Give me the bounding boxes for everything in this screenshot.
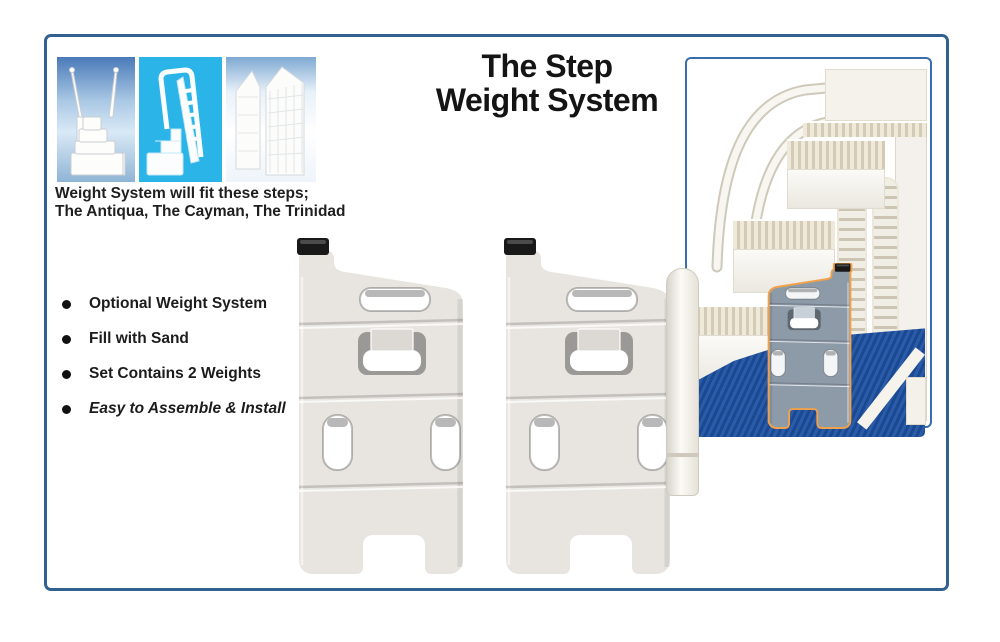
weight-body [769, 269, 850, 428]
feature-list: Optional Weight System Fill with Sand Se… [59, 295, 339, 435]
drain-slot-left [529, 414, 560, 471]
feature-label: Set Contains 2 Weights [89, 365, 261, 382]
feature-item: Optional Weight System [59, 295, 339, 313]
step-top-platform [825, 69, 927, 121]
bullet-icon [62, 299, 71, 309]
bullet-icon [62, 404, 71, 414]
feature-item: Easy to Assemble & Install [59, 400, 339, 418]
feature-label: Easy to Assemble & Install [89, 400, 286, 417]
fit-note-line-2: The Antiqua, The Cayman, The Trinidad [55, 203, 346, 220]
platform-edge [803, 121, 927, 137]
feature-item: Set Contains 2 Weights [59, 365, 339, 383]
weight-body [299, 250, 463, 574]
handle-slot [359, 287, 431, 312]
ladder-leg-joint [667, 453, 698, 457]
weight-body [506, 250, 670, 574]
feature-label: Fill with Sand [89, 330, 189, 347]
cayman-step-illustration [146, 67, 204, 176]
title-line-2: Weight System [435, 82, 659, 118]
fit-note: Weight System will fit these steps; The … [55, 185, 395, 221]
step-tread-top [787, 139, 885, 169]
handle-slot [785, 287, 821, 300]
thumbnail-antiqua-step [57, 57, 135, 182]
trinidad-step-illustration [235, 66, 305, 176]
antiqua-step-illustration [69, 67, 126, 176]
feature-item: Fill with Sand [59, 330, 339, 348]
drain-slot-left [823, 349, 839, 377]
fill-port-latch [793, 307, 815, 319]
fill-port-latch [370, 328, 414, 352]
bullet-icon [62, 369, 71, 379]
step-foot [906, 377, 926, 425]
drain-slot-right [430, 414, 461, 471]
thumbnail-cayman-step [139, 57, 222, 182]
step-tread-middle [733, 219, 835, 249]
main-frame: The Step Weight System [44, 34, 949, 591]
installed-weight-highlighted [761, 263, 860, 429]
bullet-icon [62, 334, 71, 344]
feature-label: Optional Weight System [89, 295, 267, 312]
weight-container-left [291, 237, 467, 578]
thumbnail-trinidad-step [226, 57, 316, 182]
handle-slot [566, 287, 638, 312]
installed-view-panel [685, 57, 932, 437]
page-title: The Step Weight System [342, 49, 752, 117]
ladder-leg-cylinder [666, 268, 699, 496]
title-line-1: The Step [481, 48, 613, 84]
fit-note-line-1: Weight System will fit these steps; [55, 185, 309, 202]
weight-container-right [498, 237, 674, 578]
drain-slot-left [322, 414, 353, 471]
fill-port-latch [577, 328, 621, 352]
step-riser-top [787, 169, 885, 209]
installed-weight-graphic [761, 263, 860, 429]
drain-slot-right [770, 349, 786, 377]
